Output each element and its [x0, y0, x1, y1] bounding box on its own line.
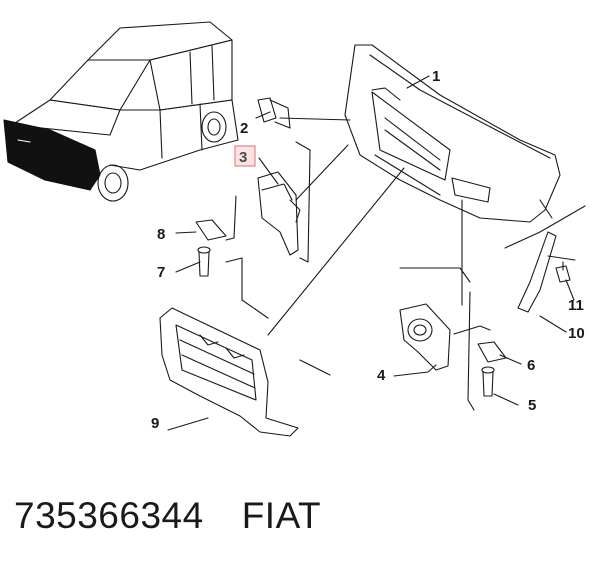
callout-5: 5 — [528, 397, 536, 414]
part-9-grille-drawing — [159, 307, 299, 437]
parts-diagram: 1 2 3 4 5 6 7 8 9 10 11 — [3, 21, 586, 437]
part-6-clip-drawing — [477, 341, 507, 363]
callout-3-highlight-box — [234, 145, 256, 167]
callout-2: 2 — [240, 120, 248, 137]
callout-4: 4 — [377, 367, 386, 384]
part-10-trim-drawing — [517, 231, 557, 313]
leader-lines — [167, 75, 586, 431]
part-8-clip-drawing — [195, 219, 227, 241]
callout-3: 3 — [239, 149, 247, 166]
callout-9: 9 — [151, 415, 159, 432]
callout-8: 8 — [157, 226, 165, 243]
vehicle-illustration — [3, 21, 239, 202]
part-5-screw-drawing — [481, 366, 495, 397]
callout-1: 1 — [432, 68, 440, 85]
callout-10: 10 — [568, 325, 585, 342]
brand-name: FIAT — [241, 495, 322, 536]
callout-labels: 1 2 3 4 5 6 7 8 9 10 11 — [151, 68, 585, 432]
part-3-bracket-drawing — [257, 171, 301, 256]
callout-11: 11 — [568, 297, 584, 314]
part-4-lamp-bracket-drawing — [399, 303, 451, 371]
part-number: 735366344 — [14, 495, 204, 536]
part-caption: 735366344 FIAT — [14, 494, 321, 538]
part-2-clip-drawing — [257, 97, 277, 123]
callout-7: 7 — [157, 264, 165, 281]
callout-6: 6 — [527, 357, 535, 374]
front-bumper-drawing — [344, 44, 561, 223]
part-11-push-clip-drawing — [555, 261, 571, 283]
part-7-screw-drawing — [197, 246, 211, 277]
